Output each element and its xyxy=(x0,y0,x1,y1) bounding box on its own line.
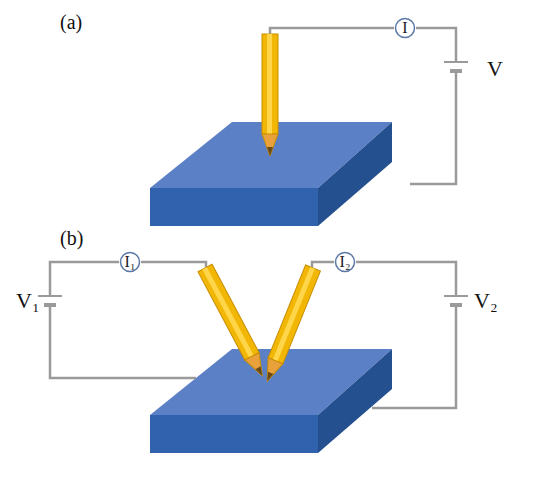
figure-label: V₁ xyxy=(16,290,40,312)
ammeter-label: I₂ xyxy=(340,254,351,270)
wire xyxy=(50,262,456,408)
figure-label: V xyxy=(487,58,503,80)
battery-symbol xyxy=(444,62,468,71)
wire xyxy=(270,28,456,184)
ammeter-label: I xyxy=(402,20,407,36)
figure-label: V₂ xyxy=(474,290,498,312)
battery-symbol xyxy=(38,296,468,305)
ammeter-circle: I₁ xyxy=(119,251,141,273)
figure-label: (a) xyxy=(60,12,82,32)
figure-label: (b) xyxy=(60,228,83,248)
ammeter-label: I₁ xyxy=(125,254,136,270)
ammeter-circle: I xyxy=(394,17,416,39)
ammeter-circle: I₂ xyxy=(334,251,356,273)
